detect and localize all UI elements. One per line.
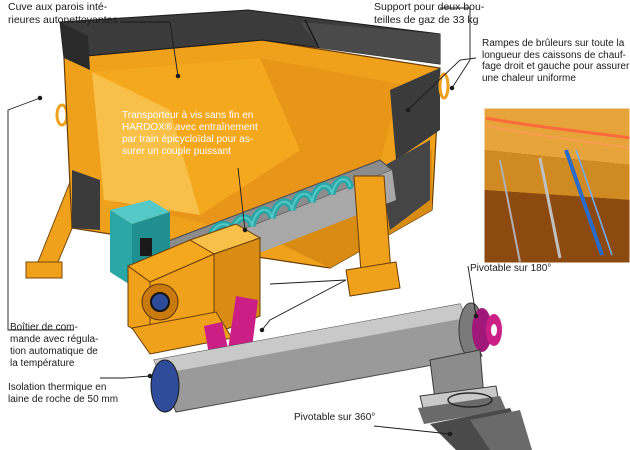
pivot-360-label: Pivotable sur 360° — [294, 412, 376, 423]
burners-label: Rampes de brûleurs sur toute la longueur… — [482, 38, 630, 84]
spreader-machine — [25, 9, 450, 380]
discharge-tube — [150, 302, 532, 450]
tank-label: Cuve aux parois inté- rieures autonettoy… — [8, 1, 118, 26]
insulation-label: Isolation thermique en laine de roche de… — [8, 382, 119, 405]
control-box-label: Boîtier de com- mande avec régula- tion … — [10, 322, 99, 369]
pivot-180-label: Pivotable sur 180° — [470, 263, 552, 274]
screw-conveyor-label: Transporteur à vis sans fin en HARDOX® a… — [122, 110, 258, 157]
drive-gearbox — [126, 223, 262, 341]
gas-support-label: Support pour deux bou- teilles de gaz de… — [374, 1, 485, 26]
leader-lines — [7, 7, 479, 437]
burner-photo-inset — [483, 107, 630, 264]
